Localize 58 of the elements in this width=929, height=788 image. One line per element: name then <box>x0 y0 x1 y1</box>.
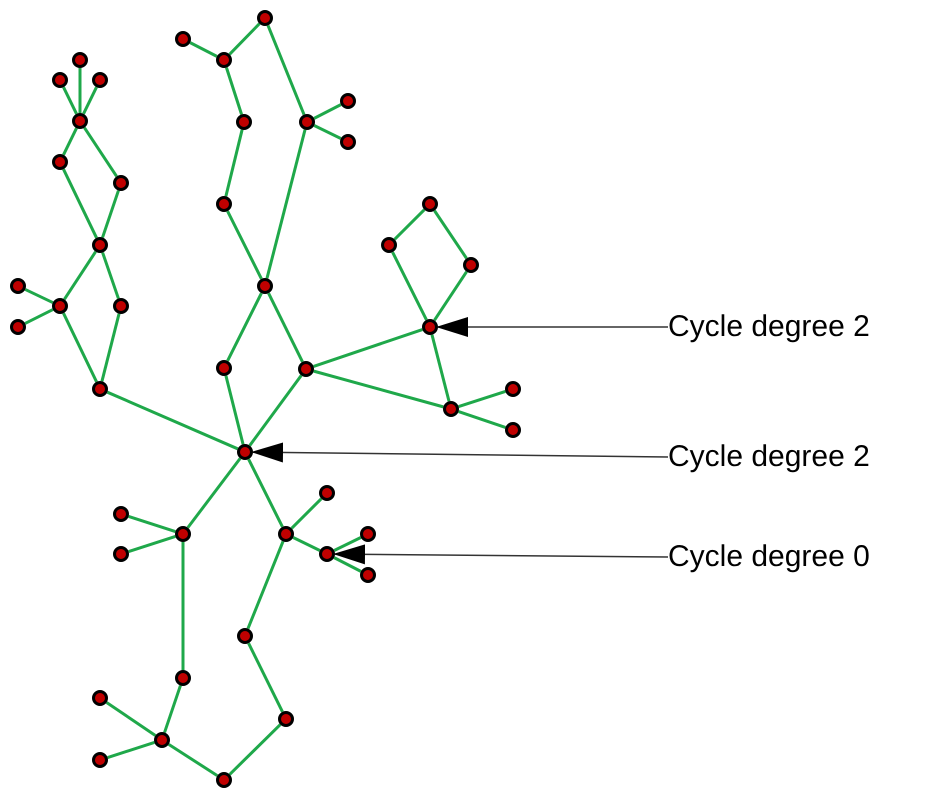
graph-edge <box>163 685 182 733</box>
graph-edge <box>182 542 184 670</box>
graph-edge <box>247 642 284 712</box>
graph-edge <box>83 126 118 178</box>
graph-edge <box>186 457 242 529</box>
graph-edge <box>168 743 218 777</box>
graph-edge <box>266 129 306 279</box>
graph-edge <box>333 556 362 573</box>
graph-edge <box>334 536 362 552</box>
callout-label: Cycle degree 0 <box>668 542 870 572</box>
graph-edge <box>82 86 98 114</box>
graph-edge <box>100 313 120 382</box>
graph-edge <box>78 68 82 113</box>
graph-edge <box>292 536 320 552</box>
graph-edge <box>101 190 120 238</box>
callout-label: Cycle degree 2 <box>668 442 870 472</box>
graph-edge <box>24 288 54 304</box>
graph-edge <box>313 103 342 120</box>
graph-edge <box>314 124 342 140</box>
graph-edge <box>267 292 304 362</box>
graph-edge <box>430 334 450 402</box>
graph-edge <box>62 128 78 156</box>
arrow <box>436 317 668 337</box>
graph-edge <box>24 308 54 325</box>
graph-edge <box>101 252 120 299</box>
graph-edge <box>63 250 97 300</box>
graph-edge <box>228 724 282 776</box>
graph-edge <box>313 370 444 408</box>
graph-edge <box>391 251 428 321</box>
graph-edge <box>225 67 243 115</box>
graph-edge <box>433 210 468 260</box>
graph-edge <box>226 210 263 280</box>
graph-edge <box>128 535 176 553</box>
graph-edge <box>62 86 78 114</box>
graph-edge <box>107 741 155 759</box>
graph-edge <box>128 515 176 533</box>
graph-edge <box>106 701 156 737</box>
graph-edge <box>394 208 426 240</box>
graph-edge <box>189 41 218 58</box>
graph-edge <box>313 328 423 368</box>
arrow <box>251 442 668 462</box>
graph-edge <box>62 168 98 238</box>
graph-edge <box>458 410 506 429</box>
arrow <box>333 544 668 564</box>
graph-edge <box>228 22 260 56</box>
graph-edge <box>246 540 284 630</box>
graph-edge <box>290 498 322 530</box>
graph-edge <box>248 374 302 446</box>
graph-edge <box>247 458 284 528</box>
graph-edge <box>433 270 468 322</box>
graph-edge <box>224 375 245 445</box>
graph-edge <box>224 129 244 197</box>
graph-edge <box>226 292 263 362</box>
graph-edge <box>106 390 238 450</box>
callout-label: Cycle degree 2 <box>668 312 870 342</box>
graph-edge <box>62 312 98 382</box>
graph-edge <box>266 24 306 116</box>
graph-edge <box>458 390 506 408</box>
